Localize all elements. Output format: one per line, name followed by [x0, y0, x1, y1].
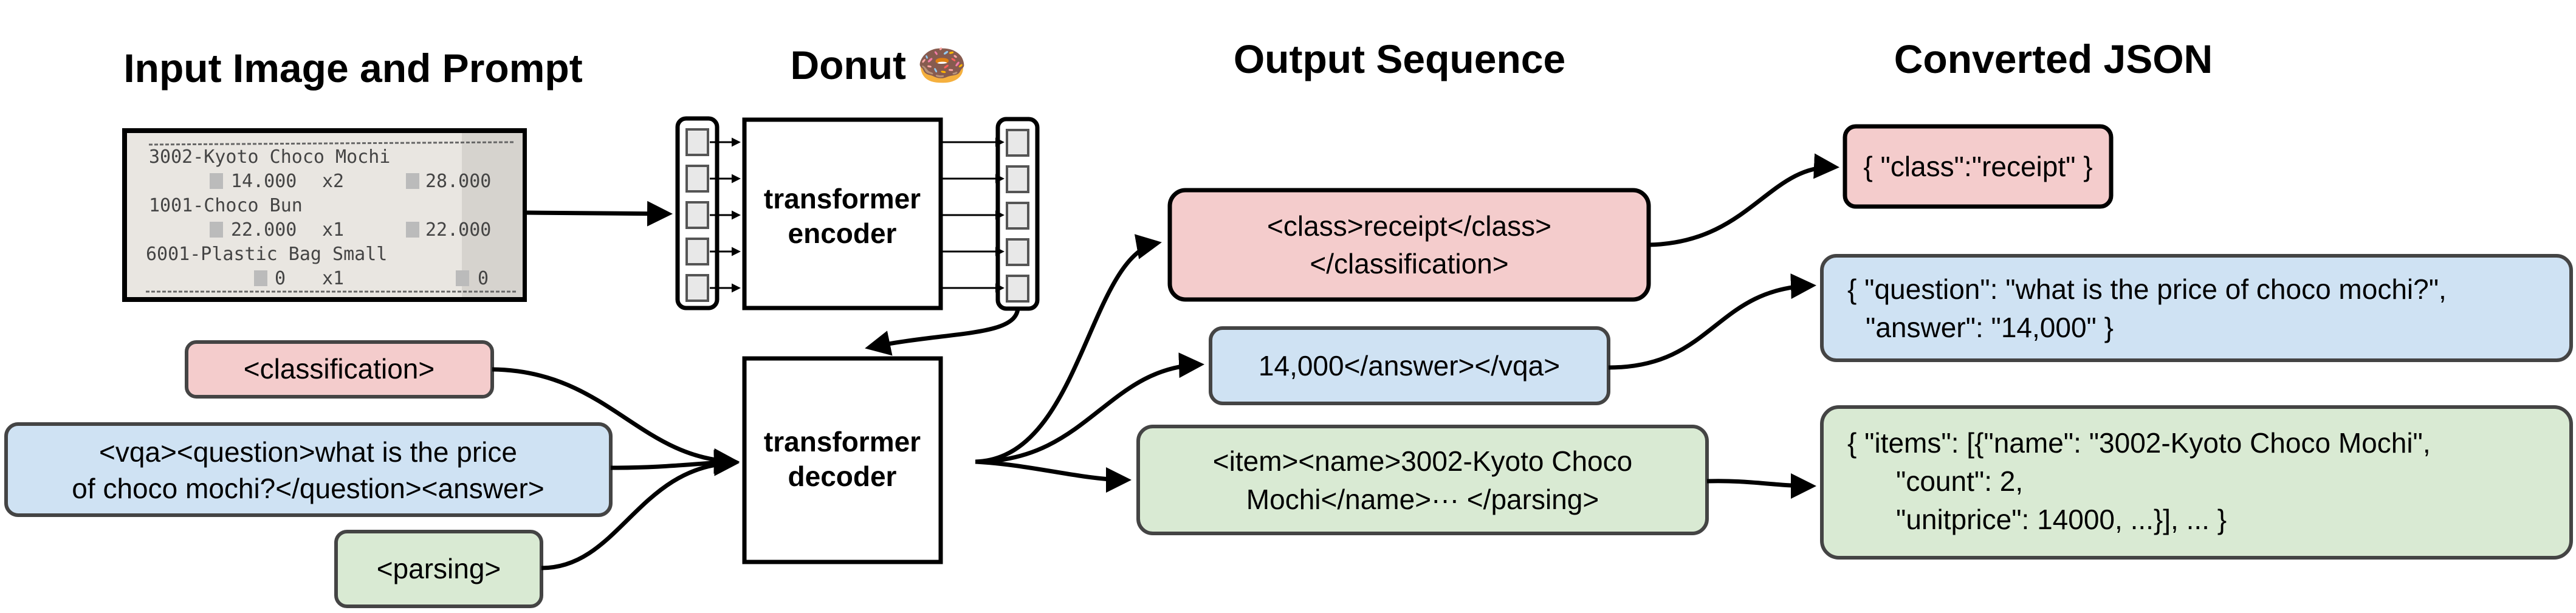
title-json: Converted JSON: [1894, 36, 2213, 81]
svg-text:of choco mochi?</question><ans: of choco mochi?</question><answer>: [72, 473, 544, 504]
output-classification: <class>receipt</class> </classification>: [1167, 188, 1651, 302]
svg-text:"unitprice": 14000, ...}], ...: "unitprice": 14000, ...}], ... }: [1896, 504, 2227, 535]
svg-text:<class>receipt</class>: <class>receipt</class>: [1267, 210, 1551, 242]
svg-text:<classification>: <classification>: [244, 353, 435, 385]
prompt-vqa: <vqa><question>what is the price of choc…: [4, 422, 613, 517]
encoder-output-tokens: [995, 117, 1040, 311]
output-vqa: 14,000</answer></vqa>: [1209, 326, 1610, 405]
transformer-encoder: transformer encoder: [742, 117, 943, 310]
arrow-image-to-encoder: [525, 200, 673, 227]
token-arrows: [710, 137, 1005, 293]
svg-text:transformer: transformer: [764, 183, 921, 214]
receipt-line: 1001-Choco Bun: [149, 195, 303, 216]
json-vqa: { "question": "what is the price of choc…: [1820, 254, 2573, 362]
svg-text:{ "question": "what is the pri: { "question": "what is the price of choc…: [1847, 273, 2447, 305]
receipt-line: 28.000: [425, 171, 491, 192]
svg-text:decoder: decoder: [788, 461, 897, 492]
svg-text:{ "class":"receipt" }: { "class":"receipt" }: [1863, 151, 2092, 182]
svg-text:"count": 2,: "count": 2,: [1896, 465, 2023, 497]
decoder-output-arrows: [975, 234, 1204, 493]
svg-text:</classification>: </classification>: [1310, 248, 1508, 279]
output-parsing: <item><name>3002-Kyoto Choco Mochi</name…: [1136, 425, 1709, 535]
svg-text:<parsing>: <parsing>: [377, 553, 501, 584]
receipt-line: 14.000: [231, 171, 297, 192]
json-parsing: { "items": [{"name": "3002-Kyoto Choco M…: [1820, 405, 2573, 560]
receipt-line: 0: [275, 268, 286, 289]
transformer-decoder: transformer decoder: [742, 356, 943, 564]
arrow-encoder-to-decoder: [865, 308, 1020, 356]
prompt-parsing: <parsing>: [334, 530, 543, 608]
svg-text:"answer": "14,000" }: "answer": "14,000" }: [1866, 312, 2114, 343]
receipt-line: x1: [322, 268, 344, 289]
encoder-input-tokens: [675, 116, 720, 310]
receipt-line: x1: [322, 219, 344, 241]
receipt-line: 0: [478, 268, 489, 289]
receipt-line: 22.000: [231, 219, 297, 241]
json-classification: { "class":"receipt" }: [1843, 124, 2114, 209]
svg-text:<item><name>3002-Kyoto Choco: <item><name>3002-Kyoto Choco: [1213, 445, 1632, 477]
json-arrows: [1608, 153, 1839, 499]
receipt-line: x2: [322, 171, 344, 192]
svg-text:14,000</answer></vqa>: 14,000</answer></vqa>: [1259, 350, 1560, 382]
svg-text:Mochi</name>··· </parsing>: Mochi</name>··· </parsing>: [1246, 484, 1599, 515]
receipt-line: 6001-Plastic Bag Small: [146, 244, 387, 265]
receipt-image: 3002-Kyoto Choco Mochi 14.000 x2 28.000 …: [122, 128, 527, 302]
title-donut: Donut 🍩: [790, 43, 967, 87]
receipt-line: 3002-Kyoto Choco Mochi: [149, 146, 390, 168]
title-output: Output Sequence: [1234, 36, 1565, 81]
title-input: Input Image and Prompt: [123, 46, 582, 91]
prompt-classification: <classification>: [185, 340, 494, 399]
svg-text:encoder: encoder: [788, 217, 897, 249]
receipt-line: 22.000: [425, 219, 491, 241]
prompt-arrows: [492, 367, 740, 570]
svg-text:transformer: transformer: [764, 426, 921, 457]
svg-text:<vqa><question>what is the pri: <vqa><question>what is the price: [99, 436, 517, 468]
svg-text:{ "items": [{"name": "3002-Kyo: { "items": [{"name": "3002-Kyoto Choco M…: [1847, 427, 2431, 459]
